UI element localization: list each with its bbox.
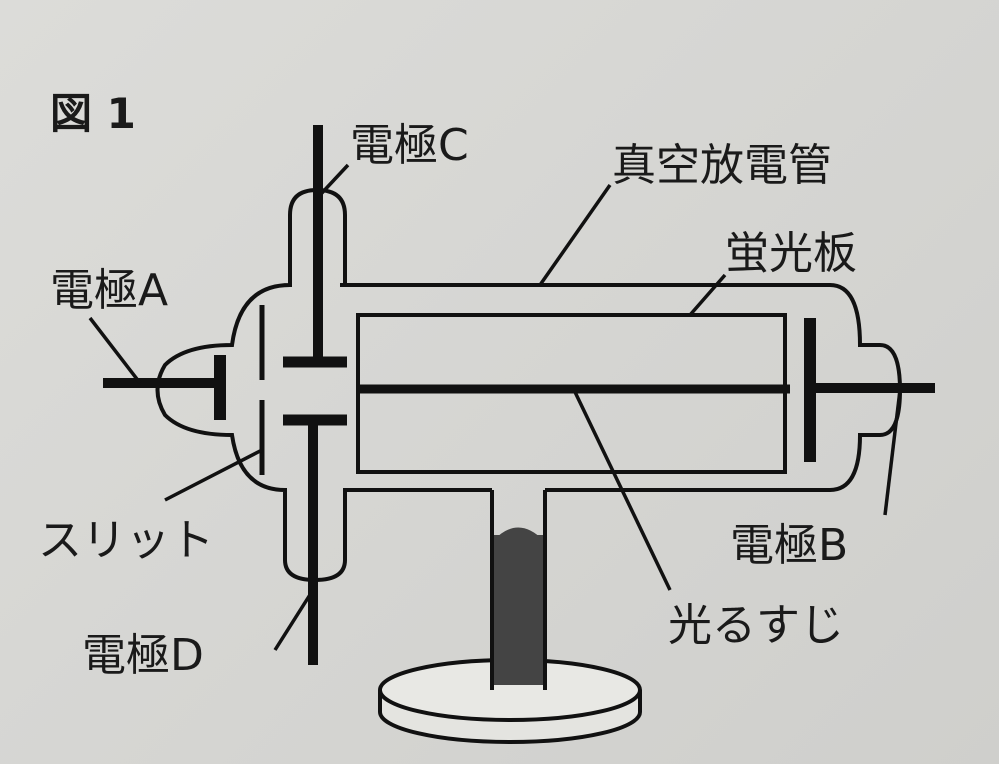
stand xyxy=(378,490,642,744)
label-slit: スリット xyxy=(38,515,214,566)
electrode-d xyxy=(283,414,347,665)
label-glow-line: 光るすじ xyxy=(668,600,844,651)
electrode-a xyxy=(103,355,226,420)
label-tube: 真空放電管 xyxy=(612,140,832,191)
label-electrode-c: 電極C xyxy=(350,120,469,171)
electrode-b xyxy=(804,318,935,462)
label-electrode-d: 電極D xyxy=(82,630,204,681)
figure-label: 図 1 xyxy=(50,89,136,138)
electrode-c xyxy=(283,125,347,368)
label-electrode-a: 電極A xyxy=(50,265,168,316)
label-screen: 蛍光板 xyxy=(725,228,857,279)
label-electrode-b: 電極B xyxy=(730,520,848,571)
leader-lines xyxy=(88,163,902,651)
